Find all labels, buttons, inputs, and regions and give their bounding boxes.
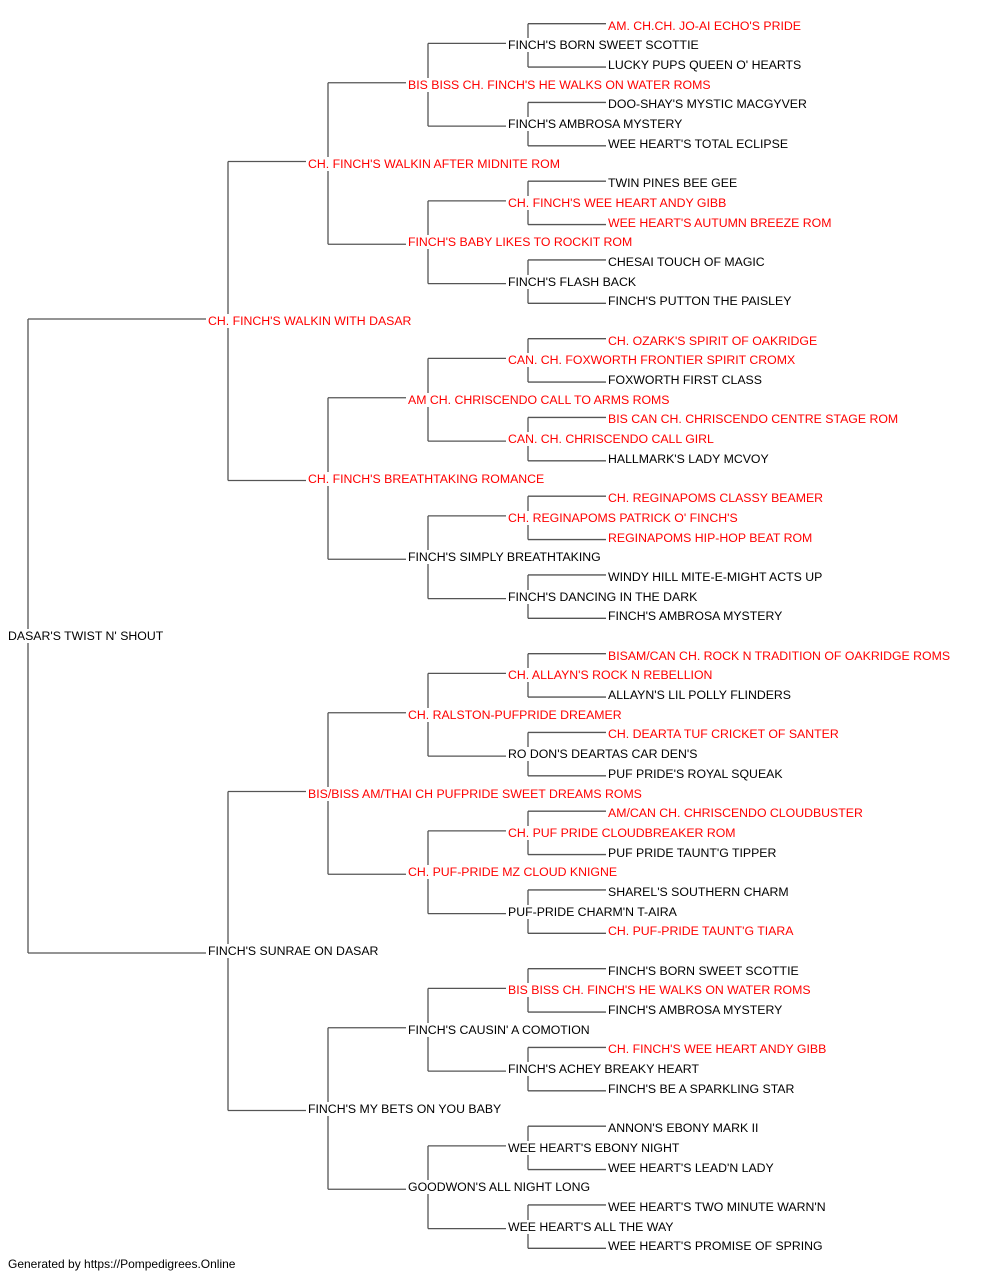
dam-name: LUCKY PUPS QUEEN O' HEARTS (607, 58, 803, 73)
dam-name: FINCH'S SUNRAE ON DASAR (207, 944, 380, 958)
dam-name: FINCH'S PUTTON THE PAISLEY (607, 294, 793, 309)
sire-name: WINDY HILL MITE-E-MIGHT ACTS UP (607, 569, 824, 584)
dam-name: WEE HEART'S LEAD'N LADY (607, 1160, 775, 1175)
dam-name: FOXWORTH FIRST CLASS (607, 373, 763, 388)
sire-name: AM CH. CHRISCENDO CALL TO ARMS ROMS (407, 392, 671, 407)
sire-name: BIS BISS CH. FINCH'S HE WALKS ON WATER R… (407, 77, 712, 92)
dam-name: PUF-PRIDE CHARM'N T-AIRA (507, 904, 678, 919)
dam-name: REGINAPOMS HIP-HOP BEAT ROM (607, 530, 814, 545)
sire-name: CH. REGINAPOMS CLASSY BEAMER (607, 491, 825, 506)
sire-name: CH. FINCH'S WEE HEART ANDY GIBB (607, 1042, 828, 1057)
dam-name: WEE HEART'S AUTUMN BREEZE ROM (607, 215, 833, 230)
sire-name: BISAM/CAN CH. ROCK N TRADITION OF OAKRID… (607, 648, 952, 663)
sire-name: CH. ALLAYN'S ROCK N REBELLION (507, 668, 714, 683)
sire-name: CH. RALSTON-PUFPRIDE DREAMER (407, 707, 623, 722)
subject-dog-name: DASAR'S TWIST N' SHOUT (7, 629, 165, 643)
dam-name: FINCH'S MY BETS ON YOU BABY (307, 1101, 503, 1116)
dam-name: FINCH'S SIMPLY BREATHTAKING (407, 550, 602, 565)
sire-name: CH. OZARK'S SPIRIT OF OAKRIDGE (607, 333, 819, 348)
dam-name: WEE HEART'S ALL THE WAY (507, 1219, 675, 1234)
sire-name: FINCH'S BORN SWEET SCOTTIE (607, 963, 800, 978)
dam-name: WEE HEART'S PROMISE OF SPRING (607, 1239, 824, 1254)
sire-name: BIS CAN CH. CHRISCENDO CENTRE STAGE ROM (607, 412, 900, 427)
sire-name: CH. FINCH'S WEE HEART ANDY GIBB (507, 195, 728, 210)
sire-name: AM/CAN CH. CHRISCENDO CLOUDBUSTER (607, 806, 864, 821)
sire-name: DOO-SHAY'S MYSTIC MACGYVER (607, 97, 808, 112)
dam-name: FINCH'S AMBROSA MYSTERY (507, 117, 684, 132)
dam-name: FINCH'S FLASH BACK (507, 274, 638, 289)
sire-name: FINCH'S BORN SWEET SCOTTIE (507, 38, 700, 53)
sire-name: CAN. CH. FOXWORTH FRONTIER SPIRIT CROMX (507, 353, 797, 368)
sire-name: CH. PUF PRIDE CLOUDBREAKER ROM (507, 825, 737, 840)
sire-name: CH. FINCH'S WALKIN WITH DASAR (207, 314, 413, 328)
sire-name: BIS/BISS AM/THAI CH PUFPRIDE SWEET DREAM… (307, 786, 643, 801)
dam-name: CH. PUF-PRIDE TAUNT'G TIARA (607, 924, 795, 939)
sire-name: CHESAI TOUCH OF MAGIC (607, 254, 766, 269)
dam-name: GOODWON'S ALL NIGHT LONG (407, 1180, 592, 1195)
dam-name: FINCH'S BABY LIKES TO ROCKIT ROM (407, 235, 634, 250)
sire-name: FINCH'S CAUSIN' A COMOTION (407, 1022, 591, 1037)
sire-name: WEE HEART'S EBONY NIGHT (507, 1140, 681, 1155)
dam-name: FINCH'S DANCING IN THE DARK (507, 589, 699, 604)
dam-name: FINCH'S AMBROSA MYSTERY (607, 1003, 784, 1018)
dam-name: CH. FINCH'S BREATHTAKING ROMANCE (307, 471, 546, 486)
generated-by-footer: Generated by https://Pompedigrees.Online (8, 1257, 236, 1271)
dam-name: CH. PUF-PRIDE MZ CLOUD KNIGNE (407, 865, 619, 880)
sire-name: CH. DEARTA TUF CRICKET OF SANTER (607, 727, 840, 742)
dam-name: FINCH'S ACHEY BREAKY HEART (507, 1062, 700, 1077)
sire-name: BIS BISS CH. FINCH'S HE WALKS ON WATER R… (507, 983, 812, 998)
sire-name: AM. CH.CH. JO-AI ECHO'S PRIDE (607, 18, 802, 33)
dam-name: PUF PRIDE TAUNT'G TIPPER (607, 845, 778, 860)
sire-name: WEE HEART'S TWO MINUTE WARN'N (607, 1199, 827, 1214)
dam-name: FINCH'S BE A SPARKLING STAR (607, 1081, 796, 1096)
dam-name: PUF PRIDE'S ROYAL SQUEAK (607, 766, 784, 781)
dam-name: RO DON'S DEARTAS CAR DEN'S (507, 747, 699, 762)
sire-name: ANNON'S EBONY MARK II (607, 1121, 760, 1136)
dam-name: HALLMARK'S LADY MCVOY (607, 451, 770, 466)
dam-name: CAN. CH. CHRISCENDO CALL GIRL (507, 432, 715, 447)
sire-name: CH. FINCH'S WALKIN AFTER MIDNITE ROM (307, 156, 561, 171)
sire-name: SHAREL'S SOUTHERN CHARM (607, 884, 790, 899)
dam-name: WEE HEART'S TOTAL ECLIPSE (607, 136, 790, 151)
dam-name: FINCH'S AMBROSA MYSTERY (607, 609, 784, 624)
dam-name: ALLAYN'S LIL POLLY FLINDERS (607, 688, 793, 703)
sire-name: CH. REGINAPOMS PATRICK O' FINCH'S (507, 510, 739, 525)
sire-name: TWIN PINES BEE GEE (607, 176, 739, 191)
